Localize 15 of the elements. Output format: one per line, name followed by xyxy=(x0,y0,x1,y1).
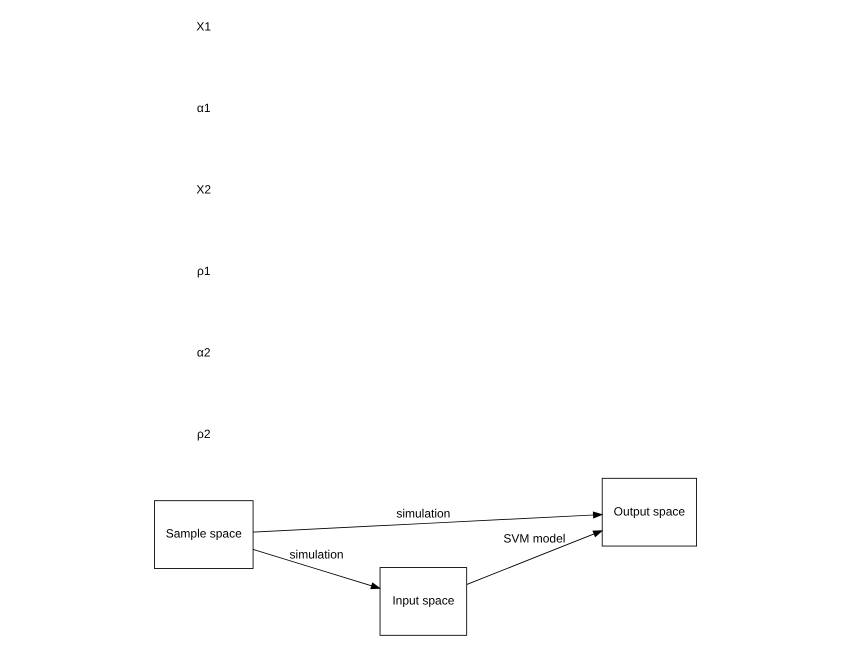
edge-label: simulation xyxy=(290,548,344,562)
edge-label: simulation xyxy=(396,506,450,521)
node-box: Input space xyxy=(380,567,468,636)
node-box: Output space xyxy=(602,478,697,547)
arrow xyxy=(252,511,604,532)
edge-label: SVM model xyxy=(503,531,566,546)
label: α2 xyxy=(196,346,211,360)
label: α1 xyxy=(196,101,211,116)
arrow xyxy=(252,549,382,590)
node-box: Sample space xyxy=(154,500,254,569)
label: X1 xyxy=(196,20,212,34)
label: ρ2 xyxy=(197,427,211,442)
label: ρ1 xyxy=(197,264,211,278)
arrow xyxy=(466,530,604,585)
label: X2 xyxy=(196,182,212,197)
